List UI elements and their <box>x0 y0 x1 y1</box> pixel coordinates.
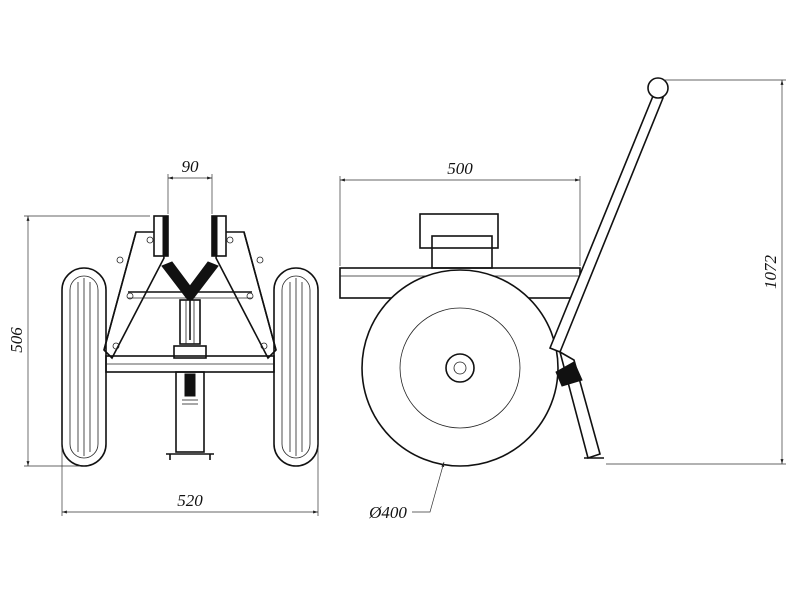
front-right-wheel <box>273 267 319 467</box>
dim-diameter-label: Ø400 <box>368 503 407 522</box>
side-wheel <box>361 269 559 467</box>
front-stand <box>166 371 214 460</box>
v-cradle <box>161 261 219 340</box>
dim-520-label: 520 <box>177 491 203 510</box>
side-view <box>339 77 669 467</box>
side-handle <box>548 77 669 354</box>
dim-90-label: 90 <box>182 157 200 176</box>
dim-500-label: 500 <box>447 159 473 178</box>
side-leg <box>555 350 604 460</box>
front-post <box>179 299 201 345</box>
dimension-lines <box>24 79 786 516</box>
front-view <box>61 215 319 467</box>
front-left-wheel <box>61 267 107 467</box>
front-axle <box>105 345 275 373</box>
dim-506-label: 506 <box>7 327 26 353</box>
front-jaws <box>153 215 227 257</box>
side-jaw-block <box>419 213 499 269</box>
dim-1072-label: 1072 <box>761 255 780 290</box>
